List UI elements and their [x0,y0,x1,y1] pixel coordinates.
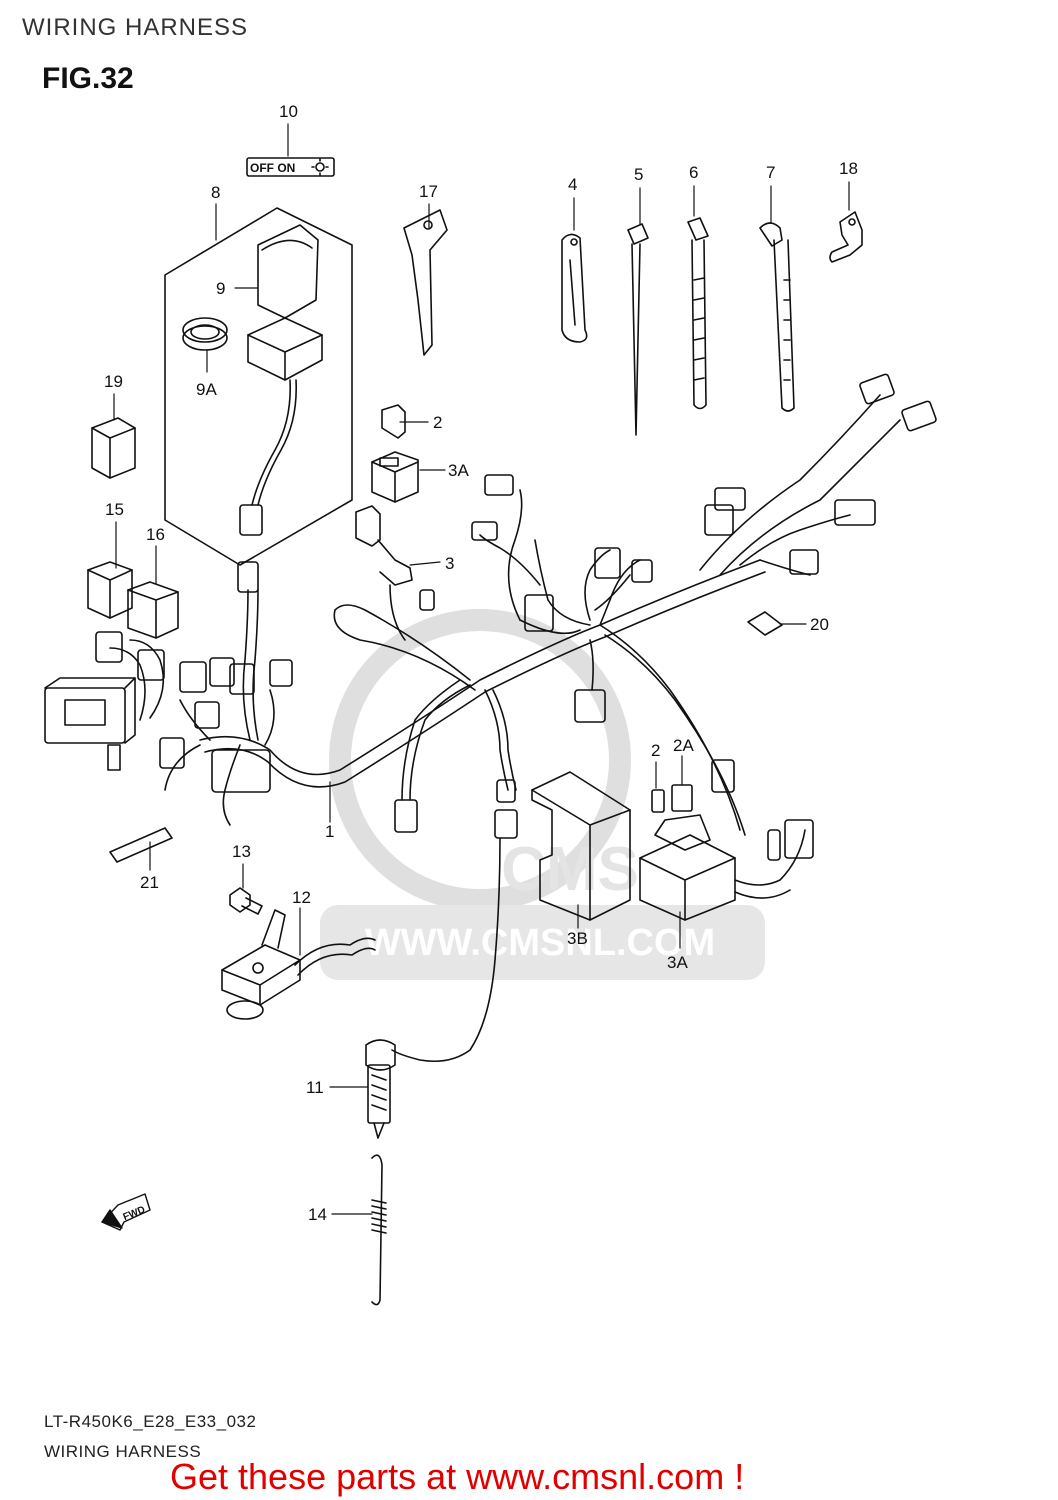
part-labels: 10 8 9 9A 17 4 5 6 7 18 19 2 3A 3 15 16 … [104,102,858,1224]
part-8-ignition-assembly [164,207,353,566]
label-6: 6 [689,163,698,182]
part-3-fuse-holder [355,505,413,641]
part-6-cable-tie [687,217,709,410]
part-7-cable-tie [759,222,795,412]
diagram-code: LT-R450K6_E28_E33_032 [44,1412,257,1431]
label-20: 20 [810,615,829,634]
part-10-switch-panel [246,157,335,177]
part-19-relay [91,417,136,479]
promo-link[interactable]: Get these parts at www.cmsnl.com ! [170,1456,745,1497]
label-3: 3 [445,554,454,573]
part-17-key [403,209,448,356]
label-9A: 9A [196,380,217,399]
footer-title: WIRING HARNESS [44,1442,202,1461]
label-13: 13 [232,842,251,861]
label-3A: 3A [448,461,469,480]
part-4-clamp [561,233,588,343]
label-8: 8 [211,183,220,202]
part-3A-fuse-box [639,814,806,921]
watermark-url: WWW.CMSNL.COM [365,922,715,964]
part-1-main-harness [109,394,901,836]
part-20-pad [747,611,783,636]
label-15: 15 [105,500,124,519]
label-19: 19 [104,372,123,391]
part-2-fuse [381,404,406,439]
label-2A: 2A [673,736,694,755]
switch-panel-text: OFF ON [250,161,295,175]
part-14-spring [371,1154,387,1306]
watermark-banner [320,905,765,980]
label-10: 10 [279,102,298,121]
watermark-logo [329,609,631,911]
label-12: 12 [292,888,311,907]
label-3B: 3B [567,929,588,948]
leader-lines [113,123,850,1215]
forward-arrow-icon [101,1193,151,1231]
page-title: WIRING HARNESS [22,14,249,41]
part-9A-ring [182,317,228,343]
label-9: 9 [216,279,225,298]
label-11: 11 [306,1078,324,1097]
label-17: 17 [419,182,438,201]
label-16: 16 [146,525,165,544]
harness-connectors [44,373,937,861]
part-12-sensor [221,909,376,1020]
label-2: 2 [433,413,442,432]
part-11-sensor [365,837,501,1139]
label-5: 5 [634,165,643,184]
part-3B-cover [531,771,631,921]
label-1: 1 [325,822,334,841]
part-2A-fuse [651,784,693,813]
part-13-bolt [229,887,263,915]
label-14: 14 [308,1205,327,1224]
part-18-clip [829,211,863,263]
part-21-pad [109,827,173,863]
label-3A-lower: 3A [667,953,688,972]
label-4: 4 [568,175,577,194]
figure-number: FIG.32 [42,62,134,95]
label-7: 7 [766,163,775,182]
label-21: 21 [140,873,159,892]
watermark: WWW.CMSNL.COM CMS [320,609,765,980]
label-18: 18 [839,159,858,178]
label-2-lower: 2 [651,741,660,760]
watermark-logo-text: CMS [501,835,639,904]
part-3A-fuse-holder [371,451,419,503]
part-5-cable-tie [627,223,649,436]
